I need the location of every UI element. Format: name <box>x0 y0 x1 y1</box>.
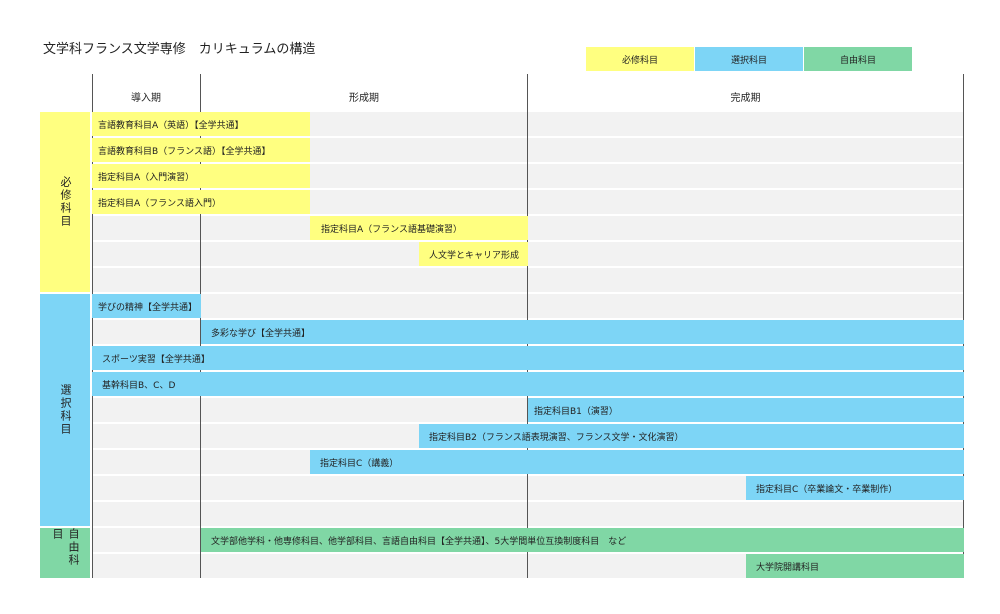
course-bar-required: 指定科目A（フランス語入門） <box>92 190 310 214</box>
course-bar-elective: スポーツ実習【全学共通】 <box>92 346 964 370</box>
category-free-label: 自由科目 <box>51 528 80 567</box>
grid-row <box>92 294 964 318</box>
period-completion-header: 完成期 <box>730 92 761 104</box>
course-bar-required: 指定科目A（入門演習） <box>92 164 310 188</box>
course-bar-elective: 指定科目B1（演習） <box>528 398 964 422</box>
course-bar-free: 大学院開講科目 <box>746 554 964 578</box>
course-bar-elective: 指定科目C（卒業論文・卒業制作） <box>746 476 964 500</box>
course-bar-free: 文学部他学科・他専修科目、他学部科目、言語自由科目【全学共通】、5大学間単位互換… <box>201 528 964 552</box>
legend-free: 自由科目 <box>804 47 912 71</box>
course-bar-elective: 多彩な学び【全学共通】 <box>201 320 964 344</box>
course-bar-elective: 指定科目C（講義） <box>310 450 964 474</box>
category-free: 自由科目 <box>40 528 90 578</box>
period-separator <box>92 74 93 578</box>
course-bar-required: 指定科目A（フランス語基礎演習） <box>310 216 528 240</box>
grid-row <box>92 268 964 292</box>
period-intro-header: 導入期 <box>131 92 161 104</box>
period-formation-header: 形成期 <box>349 92 379 104</box>
grid-row <box>92 502 964 526</box>
category-elective: 選択科目 <box>40 294 90 526</box>
grid-row <box>92 216 964 240</box>
course-bar-elective: 学びの精神【全学共通】 <box>92 294 201 318</box>
course-bar-required: 言語教育科目A（英語）【全学共通】 <box>92 112 310 136</box>
grid-row <box>92 242 964 266</box>
legend-elective: 選択科目 <box>695 47 803 71</box>
page-title: 文学科フランス文学専修 カリキュラムの構造 <box>43 42 316 57</box>
legend-required: 必修科目 <box>586 47 694 71</box>
course-bar-required: 言語教育科目B（フランス語）【全学共通】 <box>92 138 310 162</box>
course-bar-elective: 基幹科目B、C、D <box>92 372 964 396</box>
course-bar-required: 人文学とキャリア形成 <box>419 242 528 266</box>
category-elective-label: 選択科目 <box>59 384 72 436</box>
category-required: 必修科目 <box>40 112 90 292</box>
category-required-label: 必修科目 <box>59 176 72 228</box>
course-bar-elective: 指定科目B2（フランス語表現演習、フランス文学・文化演習） <box>419 424 964 448</box>
period-separator <box>200 74 201 578</box>
